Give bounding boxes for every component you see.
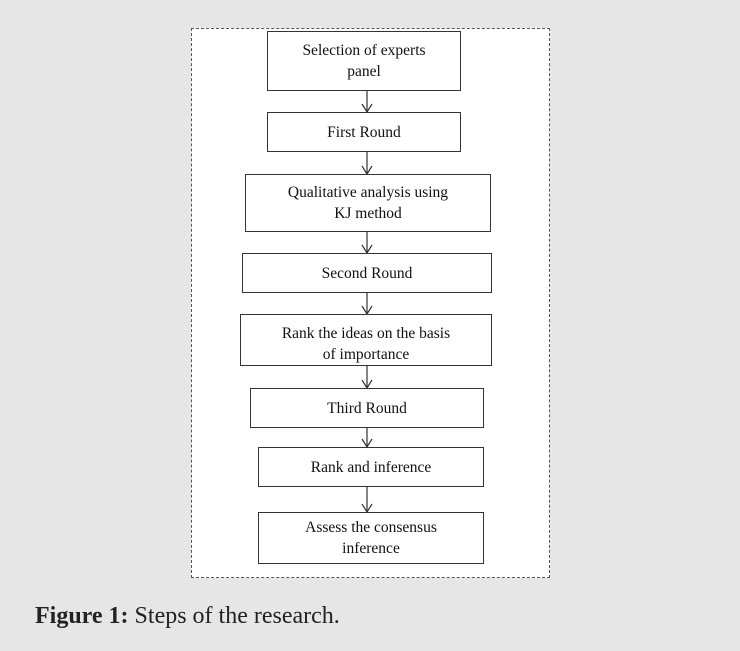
step-rank-and-inference: Rank and inference — [258, 447, 484, 487]
step-label: Third Round — [327, 399, 407, 417]
step-label: Rank and inference — [310, 458, 432, 476]
step-third-round: Third Round — [250, 388, 484, 428]
figure-caption-label: Figure 1: — [35, 603, 129, 629]
step-first-round: First Round — [267, 112, 461, 152]
step-label: Selection of experts panel — [302, 42, 426, 80]
step-assess-consensus: Assess the consensus inference — [258, 512, 484, 564]
step-label: Second Round — [321, 264, 413, 282]
step-label: Qualitative analysis using KJ method — [287, 184, 449, 222]
step-label: Rank the ideas on the basis of importanc… — [281, 325, 451, 363]
figure-caption: Figure 1: Steps of the research. — [35, 603, 340, 630]
step-selection-of-experts: Selection of experts panel — [267, 31, 461, 91]
step-label: Assess the consensus inference — [305, 519, 437, 557]
step-second-round: Second Round — [242, 253, 492, 293]
step-qualitative-analysis: Qualitative analysis using KJ method — [245, 174, 491, 232]
step-rank-ideas: Rank the ideas on the basis of importanc… — [240, 314, 492, 366]
step-label: First Round — [327, 123, 401, 141]
figure-caption-text: Steps of the research. — [128, 603, 340, 629]
flowchart-frame — [191, 28, 550, 578]
